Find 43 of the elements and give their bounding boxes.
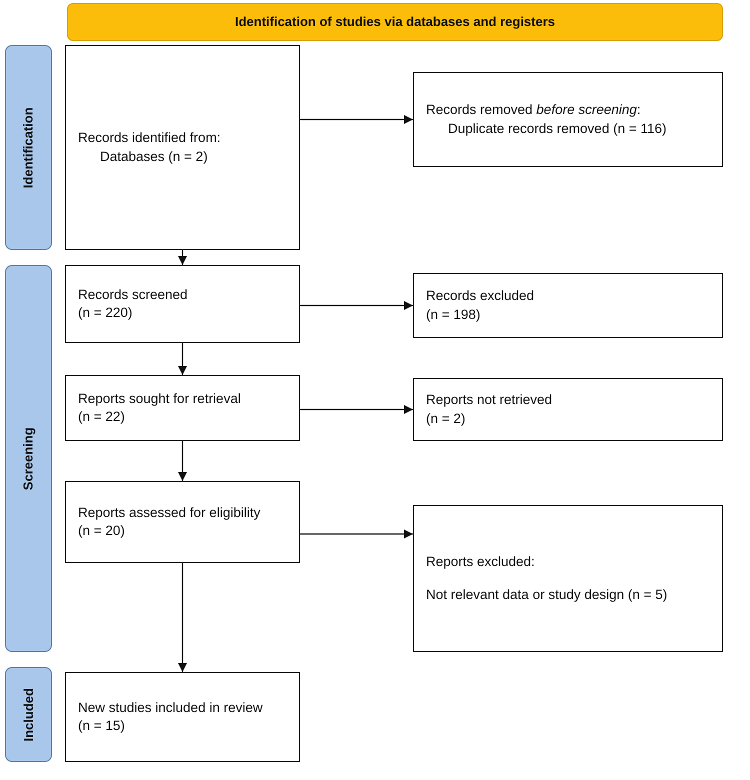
stage-label-tab (5, 265, 52, 652)
box-text: (n = 20) (78, 522, 126, 540)
stage-label: Screening (20, 427, 37, 490)
process-box (65, 481, 300, 563)
arrow (178, 343, 187, 375)
box-text: Reports assessed for eligibility (78, 504, 262, 522)
box-text: Records identified from: (78, 129, 222, 148)
box-text: (n = 22) (78, 408, 126, 426)
box-text: Reports excluded: (426, 553, 536, 572)
process-box (65, 672, 300, 762)
process-box (413, 378, 723, 441)
process-box (413, 273, 723, 338)
box-text: Not relevant data or study design (n = 5) (426, 586, 668, 604)
stage-label-tab (5, 45, 52, 250)
box-text: (n = 15) (78, 717, 126, 735)
process-box (413, 72, 723, 167)
arrow (300, 530, 413, 538)
arrow (300, 405, 413, 414)
process-box (65, 265, 300, 343)
phase-header-bar (67, 3, 723, 41)
stage-label: Included (20, 688, 37, 742)
box-text: New studies included in review (78, 698, 264, 717)
arrow (178, 441, 187, 481)
stage-label-tab (5, 667, 52, 762)
process-box (65, 45, 300, 250)
box-text: Reports not retrieved (426, 391, 554, 410)
process-box (413, 505, 723, 652)
box-text: Databases (n = 2) (100, 148, 209, 166)
box-text: (n = 198) (426, 306, 482, 324)
box-text: Duplicate records removed (n = 116) (448, 120, 668, 138)
box-text: Records excluded (426, 287, 536, 306)
box-text: Records removed before screening: (426, 101, 642, 120)
arrow (178, 563, 187, 672)
arrow (300, 301, 413, 310)
arrow (300, 115, 413, 124)
header-text: Identification of studies via databases and registers (234, 13, 556, 31)
box-text: (n = 220) (78, 304, 134, 322)
box-text: (n = 2) (426, 410, 466, 428)
box-text: Reports sought for retrieval (78, 390, 242, 408)
process-box (65, 375, 300, 441)
box-text: Records screened (78, 286, 189, 304)
arrow (178, 250, 187, 265)
stage-label: Identification (20, 107, 37, 188)
